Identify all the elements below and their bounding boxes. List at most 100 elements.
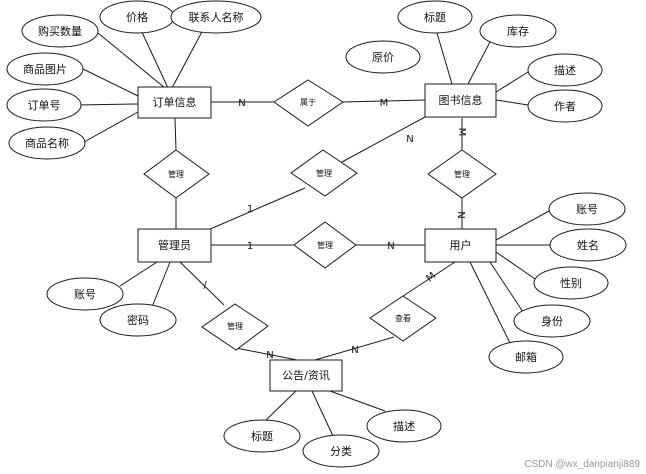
attr-notice-desc-label: 描述 [393, 419, 415, 433]
attr-book-author: 作者 [527, 89, 603, 123]
attr-order-image-label: 商品图片 [23, 62, 67, 76]
edge-order-price [139, 27, 169, 89]
attr-order-name: 商品名称 [8, 126, 86, 160]
card-bookrel-book: N [406, 134, 413, 145]
rel-admin-book-label: 管理 [316, 168, 332, 178]
attr-book-title-label: 标题 [424, 10, 446, 24]
edge-admin-password [149, 261, 171, 313]
rel-belongs: 属于 [273, 79, 344, 127]
rel-view-notice-label: 查看 [395, 313, 411, 323]
attr-user-id-label: 身份 [541, 314, 563, 328]
attr-book-author-label: 作者 [554, 100, 576, 113]
card-book-rel3: M [456, 128, 467, 137]
edge-book-desc [495, 71, 529, 93]
card-rel3-user: N [455, 211, 466, 218]
attr-user-email-label: 邮箱 [515, 350, 537, 364]
card-rel4-user: N [387, 241, 394, 252]
attr-user-gender: 性别 [533, 266, 609, 300]
attr-book-origprice-label: 原价 [372, 51, 394, 64]
attr-admin-account-label: 账号 [74, 288, 96, 301]
attr-admin-password: 密码 [99, 303, 177, 337]
edge-belongs-book [342, 99, 426, 103]
entity-order-label: 订单信息 [153, 95, 197, 109]
edge-book-author [495, 99, 529, 106]
card-rel6-notice: N [351, 345, 358, 356]
edge-order-contact [171, 25, 206, 89]
rel-manage-user: 管理 [293, 221, 357, 269]
watermark: CSDN @wx_danpianji889 [524, 459, 640, 470]
edge-user-rel6 [399, 261, 456, 299]
attr-order-qty-label: 购买数量 [38, 24, 82, 38]
edge-user-email [469, 261, 512, 346]
attr-order-no: 订单号 [6, 88, 82, 122]
entity-notice: 公告/资讯 [269, 359, 343, 392]
rel-admin-book: 管理 [290, 149, 358, 197]
edge-user-id [489, 261, 528, 319]
attr-admin-account: 账号 [46, 277, 124, 311]
edge-book-title [436, 32, 453, 85]
rel-manage-notice-label: 管理 [227, 321, 243, 331]
entity-admin-label: 管理员 [158, 238, 191, 252]
attr-order-price: 价格 [99, 0, 175, 34]
card-user-rel6: M [424, 270, 438, 284]
attr-order-contact-label: 联系人名称 [189, 10, 244, 24]
entity-book-label: 图书信息 [439, 93, 483, 107]
entity-user-label: 用户 [450, 238, 472, 252]
attr-book-title: 标题 [397, 0, 473, 34]
rel-belongs-label: 属于 [300, 98, 316, 107]
attr-book-desc: 描述 [527, 53, 603, 87]
attr-book-desc-label: 描述 [554, 63, 576, 77]
edge-notice-desc [329, 390, 386, 412]
edge-admin-bookrel [207, 187, 306, 231]
entity-book: 图书信息 [424, 83, 497, 118]
attr-user-account-label: 账号 [576, 203, 598, 216]
edge-order-name [83, 111, 139, 143]
attr-notice-title-label: 标题 [251, 429, 273, 443]
rel-manage-book-user-label: 管理 [454, 169, 470, 179]
attr-user-email: 邮箱 [488, 340, 564, 374]
attr-order-price-label: 价格 [126, 10, 148, 24]
attr-user-name-label: 姓名 [577, 238, 599, 252]
card-admin-rel5: / [203, 280, 207, 291]
attr-book-stock: 库存 [479, 14, 557, 48]
attr-user-id: 身份 [513, 304, 591, 338]
attr-order-qty: 购买数量 [21, 14, 99, 48]
attr-order-no-label: 订单号 [28, 99, 61, 112]
attr-user-account: 账号 [548, 192, 626, 226]
rel-manage-user-label: 管理 [317, 240, 333, 250]
rel-manage-order-label: 管理 [168, 169, 184, 179]
edge-book-stock [467, 41, 491, 85]
attr-notice-desc: 描述 [366, 409, 442, 443]
edge-order-no [75, 103, 139, 106]
entity-notice-label: 公告/资讯 [282, 369, 330, 382]
attr-notice-title: 标题 [223, 419, 301, 453]
connectors [75, 25, 550, 437]
attr-notice-category-label: 分类 [330, 444, 352, 458]
edge-order-image [82, 68, 139, 97]
entity-admin: 管理员 [137, 228, 212, 263]
card-admin-bookrel: 1 [247, 204, 253, 215]
rel-manage-book-user: 管理 [427, 149, 497, 199]
rel-manage-order: 管理 [143, 149, 210, 199]
entity-order: 订单信息 [137, 86, 212, 119]
rel-view-notice: 查看 [369, 295, 437, 342]
edge-notice-title [265, 390, 297, 421]
card-order-belongs: N [238, 98, 245, 109]
attr-order-image: 商品图片 [6, 52, 84, 86]
edge-order-qty [97, 32, 166, 89]
edge-bookrel-book [341, 116, 426, 163]
edge-admin-account [119, 261, 158, 287]
edge-notice-category [311, 390, 334, 437]
card-admin-rel4: 1 [247, 241, 253, 252]
edge-user-gender [495, 251, 539, 282]
attr-book-origprice: 原价 [345, 40, 421, 74]
attr-notice-category: 分类 [302, 434, 380, 468]
edge-order-manage [174, 117, 177, 151]
edge-rel6-notice [314, 336, 395, 361]
edge-admin-rel5 [179, 261, 225, 306]
attr-book-stock-label: 库存 [507, 24, 529, 38]
card-belongs-book: M [380, 98, 389, 109]
card-rel5-notice: N [266, 350, 273, 361]
edge-user-account [495, 210, 550, 241]
entity-user: 用户 [424, 228, 497, 263]
